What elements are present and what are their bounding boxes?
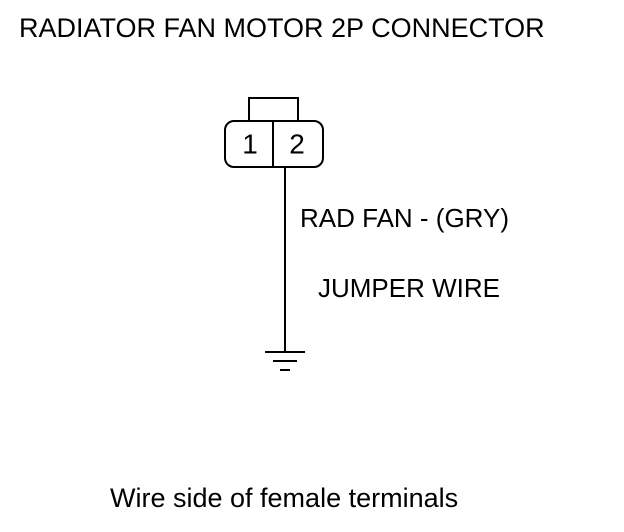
jumper-wire-label: JUMPER WIRE bbox=[318, 273, 500, 303]
terminal-2-label: 2 bbox=[289, 128, 305, 159]
diagram-title: RADIATOR FAN MOTOR 2P CONNECTOR bbox=[19, 13, 545, 43]
wire-label: RAD FAN - (GRY) bbox=[300, 203, 509, 233]
ground-icon bbox=[265, 351, 305, 371]
diagram-caption: Wire side of female terminals bbox=[110, 483, 459, 513]
connector-lock-tab bbox=[248, 97, 299, 121]
terminal-1-label: 1 bbox=[242, 128, 258, 159]
